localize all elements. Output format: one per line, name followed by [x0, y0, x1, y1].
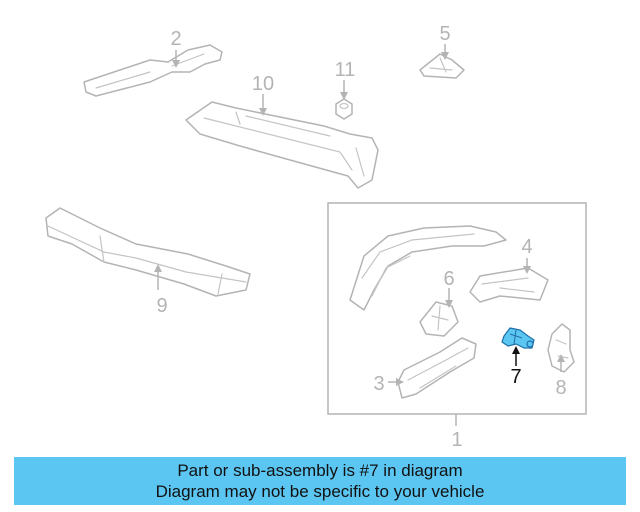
callout-8: 8 — [555, 377, 566, 399]
callout-5: 5 — [439, 23, 450, 45]
arrowhead-3 — [396, 378, 404, 386]
part-11[interactable] — [335, 98, 353, 120]
part-9[interactable] — [45, 207, 251, 297]
arrowhead-2 — [172, 60, 180, 68]
callout-7: 7 — [510, 366, 521, 388]
arrowhead-7 — [512, 346, 520, 354]
callout-2: 2 — [170, 28, 181, 50]
part-7-highlighted[interactable] — [501, 327, 535, 349]
arrowhead-11 — [340, 92, 348, 100]
part-8[interactable] — [547, 323, 575, 373]
callout-1: 1 — [451, 429, 462, 451]
banner-line-1: Part or sub-assembly is #7 in diagram — [177, 461, 463, 480]
arrowhead-8 — [557, 354, 565, 362]
part-5[interactable] — [419, 53, 465, 79]
part-2[interactable] — [83, 44, 223, 97]
callout-4: 4 — [521, 236, 532, 258]
callout-10: 10 — [252, 73, 274, 95]
part-4[interactable] — [469, 267, 549, 303]
part-10[interactable] — [185, 101, 379, 189]
arrowhead-5 — [441, 52, 449, 60]
callout-11: 11 — [335, 59, 356, 81]
assembly-box — [327, 202, 587, 415]
part-6[interactable] — [419, 301, 459, 337]
rail-assembly-part[interactable] — [349, 225, 507, 311]
part-3[interactable] — [397, 337, 477, 399]
arrowhead-4 — [523, 266, 531, 274]
arrowhead-9 — [154, 264, 162, 272]
callout-9: 9 — [156, 295, 167, 317]
banner-line-2: Diagram may not be specific to your vehi… — [155, 482, 485, 501]
info-banner: Part or sub-assembly is #7 in diagram Di… — [14, 457, 626, 505]
arrowhead-10 — [259, 108, 267, 116]
arrowhead-6 — [445, 300, 453, 308]
callout-3: 3 — [373, 373, 384, 395]
parts-diagram: 2 5 11 10 9 1 4 6 — [45, 23, 587, 451]
callout-6: 6 — [443, 268, 454, 290]
